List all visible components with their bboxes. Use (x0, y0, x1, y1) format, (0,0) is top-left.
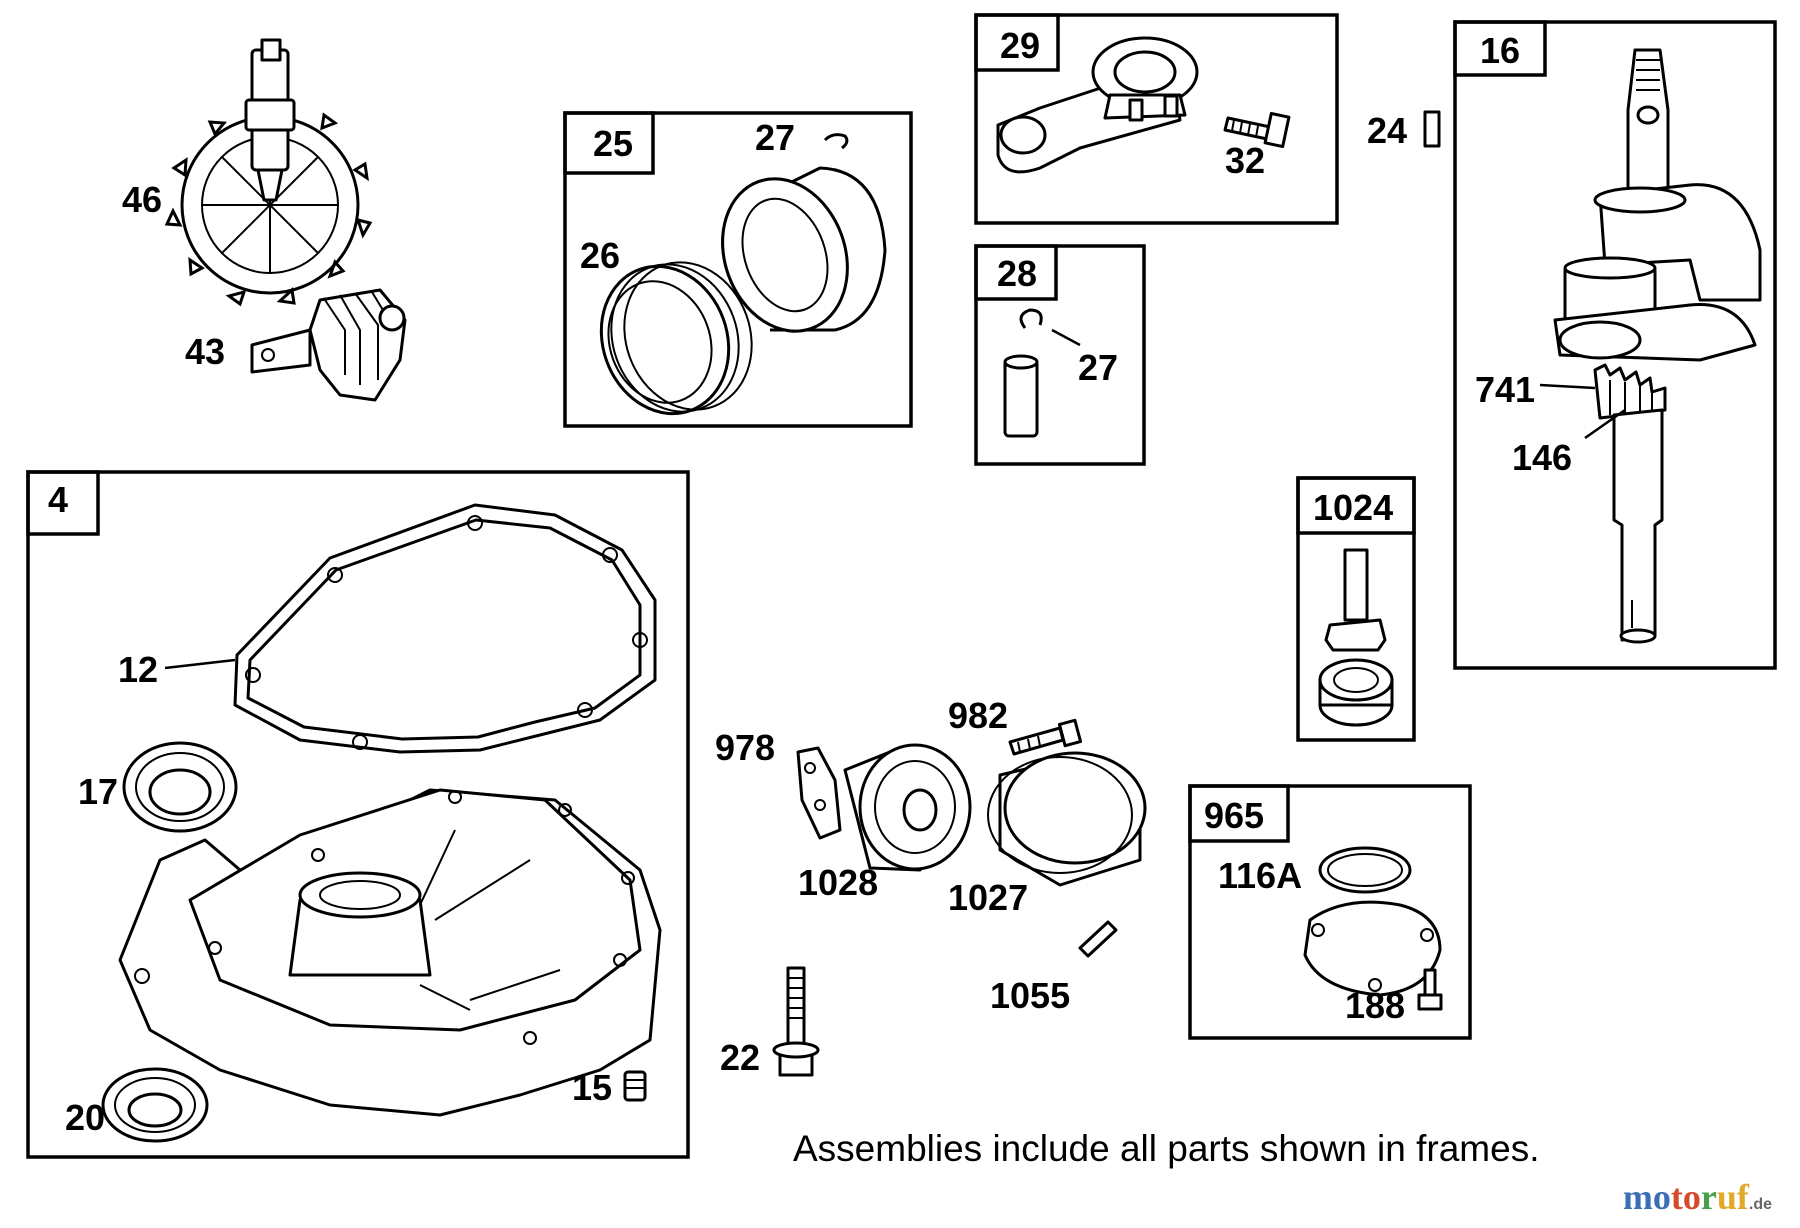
bolt-icon (772, 966, 820, 1077)
label-146: 146 (1512, 437, 1572, 478)
frame-label-1024: 1024 (1313, 487, 1393, 528)
frame-28: 28 (974, 244, 1146, 466)
o-ring-icon (1318, 846, 1412, 894)
frame-1024: 1024 (1296, 476, 1416, 742)
label-32: 32 (1225, 140, 1265, 181)
label-24: 24 (1367, 110, 1407, 151)
label-982: 982 (948, 695, 1008, 736)
piston-icon (721, 166, 887, 333)
label-1055: 1055 (990, 975, 1070, 1016)
frame-4: 4 (26, 470, 690, 1159)
label-188: 188 (1345, 985, 1405, 1026)
oil-filter-icon (987, 751, 1147, 887)
label-1027: 1027 (948, 877, 1028, 918)
pin-icon (1078, 920, 1118, 958)
label-43: 43 (185, 331, 225, 372)
label-978: 978 (715, 727, 775, 768)
frame-label-28: 28 (997, 253, 1037, 294)
key-icon (1423, 110, 1441, 148)
label-46: 46 (122, 179, 162, 220)
label-17: 17 (78, 771, 118, 812)
cover-plate-icon (1303, 900, 1442, 997)
frame-label-29: 29 (1000, 25, 1040, 66)
gasket-icon (233, 503, 657, 754)
circlip-icon (823, 133, 849, 150)
leader-lines (164, 383, 1626, 670)
label-1028: 1028 (798, 862, 878, 903)
bolt-icon (1223, 111, 1291, 149)
assemblies-note: Assemblies include all parts shown in fr… (793, 1128, 1540, 1169)
watermark-logo: motoruf.de (1622, 1177, 1772, 1217)
piston-pin-icon (1003, 354, 1039, 438)
label-741: 741 (1475, 369, 1535, 410)
frame-965: 965 (1188, 784, 1472, 1040)
frame-25: 25 (563, 111, 913, 428)
piston-rings-icon (599, 261, 753, 416)
frame-label-4: 4 (48, 479, 68, 520)
oil-pump-icon (1318, 548, 1394, 727)
label-27b: 27 (1078, 347, 1118, 388)
frame-label-25: 25 (593, 123, 633, 164)
label-20: 20 (65, 1097, 105, 1138)
camshaft-gear-icon (164, 38, 373, 307)
oil-filter-adapter-gasket-icon (796, 746, 842, 840)
oil-seal-icon (122, 741, 238, 833)
circlip-icon (1019, 308, 1043, 329)
label-116a: 116A (1218, 855, 1302, 896)
connecting-rod-icon (996, 36, 1199, 174)
bolt-icon (1008, 718, 1083, 756)
frame-29: 29 (974, 13, 1339, 225)
label-12: 12 (118, 649, 158, 690)
crankcase-sump-icon (118, 788, 662, 1117)
frame-16: 16 (1453, 20, 1777, 670)
frame-label-16: 16 (1480, 30, 1520, 71)
label-26: 26 (580, 235, 620, 276)
label-27: 27 (755, 117, 795, 158)
drain-plug-icon (623, 1070, 647, 1102)
oil-seal-icon (101, 1067, 209, 1143)
frame-label-965: 965 (1204, 795, 1264, 836)
label-15: 15 (572, 1067, 612, 1108)
label-22: 22 (720, 1037, 760, 1078)
crankshaft-icon (1553, 48, 1762, 644)
screw-icon (1417, 968, 1443, 1011)
oil-filter-adapter-icon (843, 743, 972, 872)
governor-icon (250, 288, 407, 402)
